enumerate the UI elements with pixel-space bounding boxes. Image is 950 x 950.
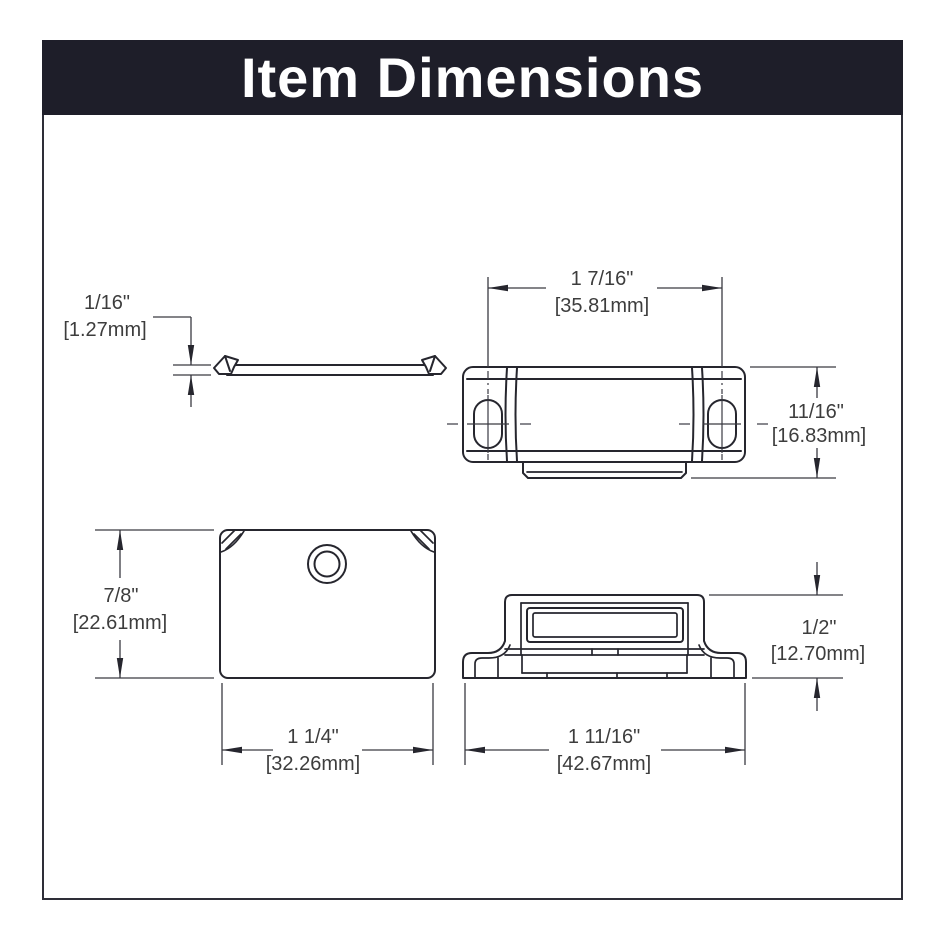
sheet-border <box>42 40 903 900</box>
spacing-inch-label: 1 7/16" <box>571 268 634 290</box>
catch-front-silhouette <box>462 594 747 679</box>
catch-bottom-tab <box>522 461 687 479</box>
plate-outline <box>219 529 436 679</box>
magnet-frame-inner <box>532 612 678 638</box>
depth-mm-label: [16.83mm] <box>772 425 866 447</box>
profile-left-bent-tab <box>213 355 239 375</box>
page-title: Item Dimensions <box>240 45 705 109</box>
plate-front-view: 7/8" [22.61mm] 1 1/4" [32.26mm] <box>73 529 436 775</box>
plate-height-inch-label: 7/8" <box>104 585 139 607</box>
plate-right-corner-hatch-1 <box>419 529 434 544</box>
plate-side-profile-view: 1/16" [1.27mm] <box>63 292 447 407</box>
thickness-inch-label: 1/16" <box>84 292 130 314</box>
catch-top-view: 1 7/16" [35.81mm] 11/16" [16.83mm] <box>447 268 866 479</box>
left-flange-inner-contour <box>474 644 511 679</box>
catch-right-divider-outer <box>701 367 705 462</box>
thickness-mm-label: [1.27mm] <box>63 319 146 341</box>
body-height-inch-label: 1/2" <box>802 617 837 639</box>
catch-front-view: 1/2" [12.70mm] 1 11/16" [42.67mm] <box>462 562 865 775</box>
depth-inch-label: 11/16" <box>788 401 844 423</box>
catch-right-divider-inner <box>691 367 695 462</box>
catch-left-divider-outer <box>504 367 508 462</box>
plate-left-corner-tab <box>220 530 245 553</box>
plate-left-corner-hatch-1 <box>221 529 236 544</box>
profile-left-tab-bend-line <box>224 355 231 372</box>
profile-right-tab-bend-line <box>429 355 436 372</box>
right-flange-inner-contour <box>698 644 735 679</box>
plate-hole-inner <box>313 550 341 578</box>
magnet-frame-outer <box>526 607 684 643</box>
title-bar: Item Dimensions <box>42 40 903 115</box>
body-width-inch-label: 1 11/16" <box>568 726 640 748</box>
body-height-mm-label: [12.70mm] <box>771 643 865 665</box>
profile-right-bent-tab <box>421 355 447 375</box>
plate-width-inch-label: 1 1/4" <box>287 726 339 748</box>
plate-hole-outer <box>307 544 347 584</box>
plate-width-mm-label: [32.26mm] <box>266 753 360 775</box>
catch-body-outline <box>462 366 746 463</box>
plate-right-corner-hatch-2 <box>413 533 430 550</box>
plate-right-corner-tab <box>410 530 435 553</box>
plate-left-corner-hatch-2 <box>225 533 242 550</box>
catch-left-divider-inner <box>514 367 518 462</box>
spacing-mm-label: [35.81mm] <box>555 295 649 317</box>
body-width-mm-label: [42.67mm] <box>557 753 651 775</box>
plate-height-mm-label: [22.61mm] <box>73 612 167 634</box>
